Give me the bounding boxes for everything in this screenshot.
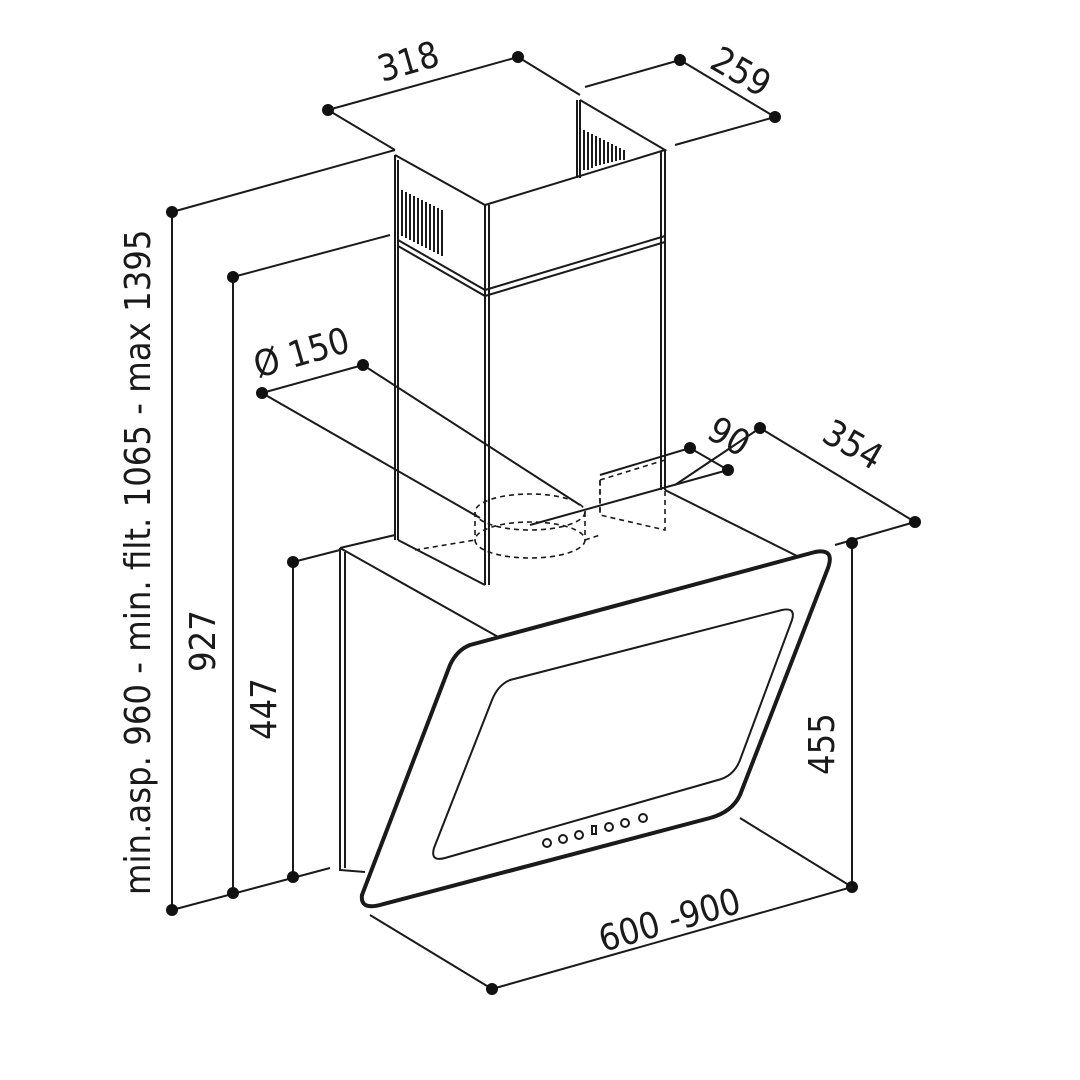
glass-inner (432, 608, 794, 860)
body-left-edge (339, 548, 366, 873)
body-back-edge (664, 489, 806, 561)
dimension-diameter (256, 359, 581, 519)
dimension-455 (739, 537, 858, 893)
plus-button-icon[interactable] (604, 822, 614, 832)
dimension-259 (584, 54, 781, 146)
label-chimney-bottom-height: 927 (183, 610, 224, 672)
glass-outer (359, 549, 832, 909)
chimney (394, 99, 668, 586)
dimension-447 (287, 549, 341, 883)
hidden-outlet (414, 458, 666, 559)
dimension-90 (529, 442, 734, 526)
dimension-318 (322, 51, 581, 151)
chimney-joint (397, 235, 666, 292)
dimension-width (369, 886, 853, 995)
label-width: 600 -900 (594, 881, 745, 961)
label-body-height: 447 (244, 678, 285, 740)
dimension-total-height (166, 149, 396, 916)
light-button-icon[interactable] (558, 834, 568, 844)
glass-panel (359, 549, 832, 909)
vent-grille-left (401, 190, 443, 256)
body-top-edge (339, 547, 501, 639)
label-duct-diameter: Ø 150 (249, 320, 354, 386)
timer-button-icon[interactable] (620, 818, 630, 828)
control-panel[interactable] (542, 813, 648, 848)
power-button-icon[interactable] (542, 838, 552, 848)
vent-grille-right (583, 130, 625, 170)
label-front-height: 455 (802, 713, 843, 775)
label-chimney-width: 318 (373, 34, 444, 90)
label-chimney-depth: 259 (704, 39, 778, 105)
minus-button-icon[interactable] (574, 830, 584, 840)
label-total-height: min.asp. 960 - min. filt. 1065 - max 139… (118, 229, 159, 895)
label-outlet-offset: 90 (701, 409, 757, 465)
speed-display-icon (591, 825, 597, 835)
chimney-top-edge (394, 99, 668, 207)
dimension-927 (227, 234, 391, 899)
hood-body (339, 489, 806, 873)
filter-button-icon[interactable] (638, 813, 648, 823)
